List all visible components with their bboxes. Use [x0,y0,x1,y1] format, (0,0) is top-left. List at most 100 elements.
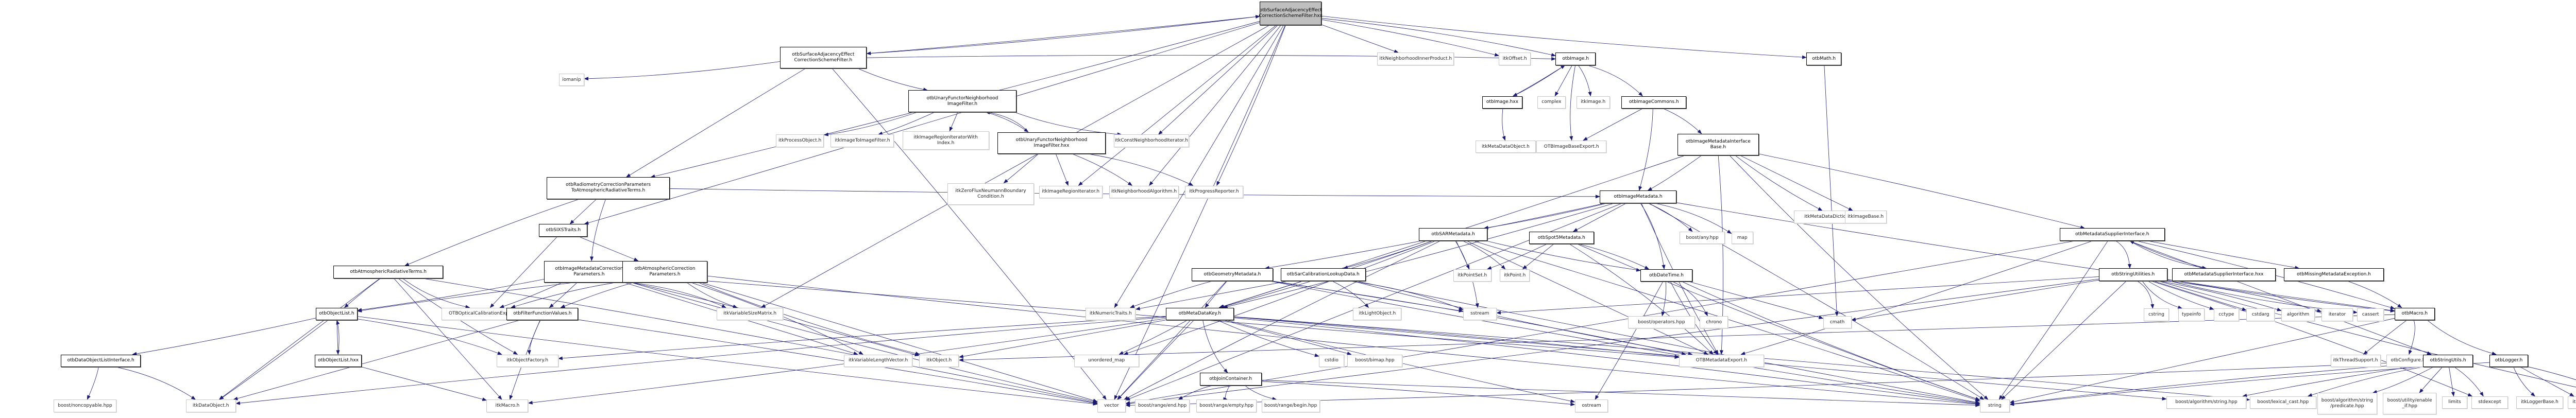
node-radcorr[interactable]: otbRadiometryCorrectionParameters ToAtmo… [546,177,670,199]
node-dataobj[interactable]: itkDataObject.h [185,399,236,412]
node-cmath[interactable]: cmath [1823,316,1852,329]
node-spot5[interactable]: otbSpot5Metadata.h [1529,231,1594,245]
arrowhead-icon [1127,181,1133,186]
node-cctype[interactable]: cctype [2214,308,2239,321]
node-ibexport[interactable]: OTBImageBaseExport.h [1536,140,1607,153]
node-procobj[interactable]: itkProcessObject.h [775,134,824,147]
node-nip[interactable]: itkNeighborhoodInnerProduct.h [1377,53,1454,65]
node-vector[interactable]: vector [1097,399,1126,412]
node-joincont[interactable]: otbJoinContainer.h [1199,373,1262,386]
node-strutil[interactable]: otbStringUtilities.h [2098,268,2167,281]
node-nalg[interactable]: itkNeighborhoodAlgorithm.h [1109,185,1179,198]
node-otbconf[interactable]: otbConfigure.h [2386,354,2430,367]
node-algstr[interactable]: boost/algorithm/string.hpp [2166,396,2247,409]
node-sarmeta[interactable]: otbSARMetadata.h [1419,228,1487,241]
node-ufnh[interactable]: otbUnaryFunctorNeighborhood ImageFilter.… [908,90,1017,112]
node-cni[interactable]: itkConstNeighborhoodIterator.h [1114,134,1189,147]
node-predicate[interactable]: boost/algorithm/string /predicate.hpp [2317,393,2378,415]
node-objlist[interactable]: otbObjectList.h [315,307,358,320]
node-stdexcept[interactable]: stdexcept [2471,396,2509,409]
node-saeh[interactable]: otbSurfaceAdjacencyEffect CorrectionSche… [779,46,867,69]
node-atmcorr[interactable]: otbAtmosphericCorrection Parameters.h [622,260,708,283]
node-complex[interactable]: complex [1537,96,1566,109]
node-i2i[interactable]: itkImageToImageFilter.h [831,134,894,147]
node-pointset[interactable]: itkPointSet.h [1453,269,1492,282]
arrowhead-icon [87,395,91,400]
node-logger[interactable]: otbLogger.h [2489,354,2528,367]
node-limits[interactable]: limits [2442,396,2467,409]
node-cstdio[interactable]: cstdio [1319,354,1344,367]
node-offset[interactable]: itkOffset.h [1499,53,1531,65]
node-rend[interactable]: boost/range/end.hpp [1134,399,1190,412]
node-datetime[interactable]: otbDateTime.h [1640,269,1692,282]
node-loggerbase[interactable]: itkLoggerBase.h [2516,396,2563,409]
node-rit[interactable]: itkImageRegionIterator.h [1039,185,1103,198]
node-prog[interactable]: itkProgressReporter.h [1184,185,1243,198]
node-umap[interactable]: unordered_map [1074,354,1139,367]
node-vsm[interactable]: itkVariableSizeMatrix.h [716,307,784,320]
node-imgcommons[interactable]: otbImageCommons.h [1621,96,1687,109]
node-numtraits[interactable]: itkNumericTraits.h [1086,307,1136,320]
node-iterator[interactable]: iterator [2321,308,2353,321]
node-cstdarg[interactable]: cstdarg [2246,308,2275,321]
node-otbmacro[interactable]: otbMacro.h [2395,307,2435,320]
node-lexcast[interactable]: boost/lexical_cast.hpp [2249,396,2317,409]
node-objlisthxx[interactable]: otbObjectList.hxx [315,354,362,367]
edge-root-to-nip [1321,24,1399,53]
edge-sarcal-to-numtraits [1136,281,1290,310]
node-objfact[interactable]: itkObjectFactory.h [496,354,558,367]
node-string[interactable]: string [1979,399,2010,412]
node-mdkey[interactable]: otbMetaDataKey.h [1165,307,1234,320]
node-map[interactable]: map [1731,231,1753,245]
node-mdexport[interactable]: OTBMetadataExport.h [1679,354,1764,367]
node-mdobj[interactable]: itkMetaDataObject.h [1476,140,1536,153]
node-lightobj[interactable]: itkLightObject.h [1353,307,1402,320]
node-boostops[interactable]: boost/operators.hpp [1628,316,1695,329]
node-enableif[interactable]: boost/utility/enable _if.hpp [2383,393,2436,415]
node-imcorr[interactable]: otbImageMetadataCorrection Parameters.h [544,260,634,283]
arrowhead-icon [1818,315,1824,319]
node-dolist[interactable]: otbDataObjectListInterface.h [61,354,141,367]
node-msihxx[interactable]: otbMetadataSupplierInterface.hxx [2172,268,2276,281]
node-vlv[interactable]: itkVariableLengthVector.h [844,354,912,367]
node-strutils[interactable]: otbStringUtils.h [2423,354,2473,367]
node-cassert[interactable]: cassert [2357,308,2384,321]
node-algorithm[interactable]: algorithm [2281,308,2315,321]
node-ufnhxx[interactable]: otbUnaryFunctorNeighborhood ImageFilter.… [997,132,1106,154]
node-imgbase[interactable]: itkImageBase.h [1844,211,1887,223]
node-ffv[interactable]: otbFilterFunctionValues.h [506,307,579,320]
node-iomanip[interactable]: iomanip [559,73,584,86]
node-msi[interactable]: otbMetadataSupplierInterface.h [2059,228,2165,241]
edge-imgmeta-to-datetime [1640,203,1665,269]
node-itkobject[interactable]: itkObject.h [919,354,959,367]
node-bimap[interactable]: boost/bimap.hpp [1347,354,1402,367]
node-rempty[interactable]: boost/range/empty.hpp [1196,399,1257,412]
node-itkimage[interactable]: itkImage.h [1576,96,1610,109]
node-threadsup[interactable]: itkThreadSupport.h [2330,354,2381,367]
node-itklogger[interactable]: itkLogger.h [2568,396,2576,409]
node-point[interactable]: itkPoint.h [1500,269,1530,282]
node-atmrad[interactable]: otbAtmosphericRadiativeTerms.h [333,266,444,278]
node-ostream[interactable]: ostream [1574,399,1608,412]
node-geom[interactable]: otbGeometryMetadata.h [1191,268,1274,281]
node-noncopy[interactable]: boost/noncopyable.hpp [53,399,117,412]
node-zfn[interactable]: itkZeroFluxNeumannBoundary Condition.h [947,183,1035,205]
node-sstream[interactable]: sstream [1463,307,1497,320]
node-imgmeta[interactable]: otbImageMetadata.h [1600,190,1676,203]
node-sarcal[interactable]: otbSarCalibrationLookupData.h [1280,268,1366,281]
node-itkmacro[interactable]: itkMacro.h [486,399,529,412]
node-cstring[interactable]: cstring [2144,308,2169,321]
node-rigwi[interactable]: itkImageRegionIteratorWith Index.h [902,131,989,150]
node-imib[interactable]: otbImageMetadataInterface Base.h [1677,133,1759,156]
node-mme[interactable]: otbMissingMetadataException.h [2283,268,2384,281]
node-otbmath[interactable]: otbMath.h [1806,53,1842,65]
node-otbimagehxx[interactable]: otbImage.hxx [1482,96,1522,109]
node-rbegin[interactable]: boost/range/begin.hpp [1261,399,1320,412]
node-root[interactable]: otbSurfaceAdjacencyEffect CorrectionSche… [1259,2,1323,25]
node-anyhpp[interactable]: boost/any.hpp [1680,231,1725,245]
edge-sarmeta-to-mdexport [1466,240,1708,355]
node-chrono[interactable]: chrono [1700,316,1728,329]
node-sixs[interactable]: otbSIXSTraits.h [539,224,588,237]
node-otbimage[interactable]: otbImage.h [1555,53,1596,65]
node-typeinfo[interactable]: typeinfo [2178,308,2205,321]
